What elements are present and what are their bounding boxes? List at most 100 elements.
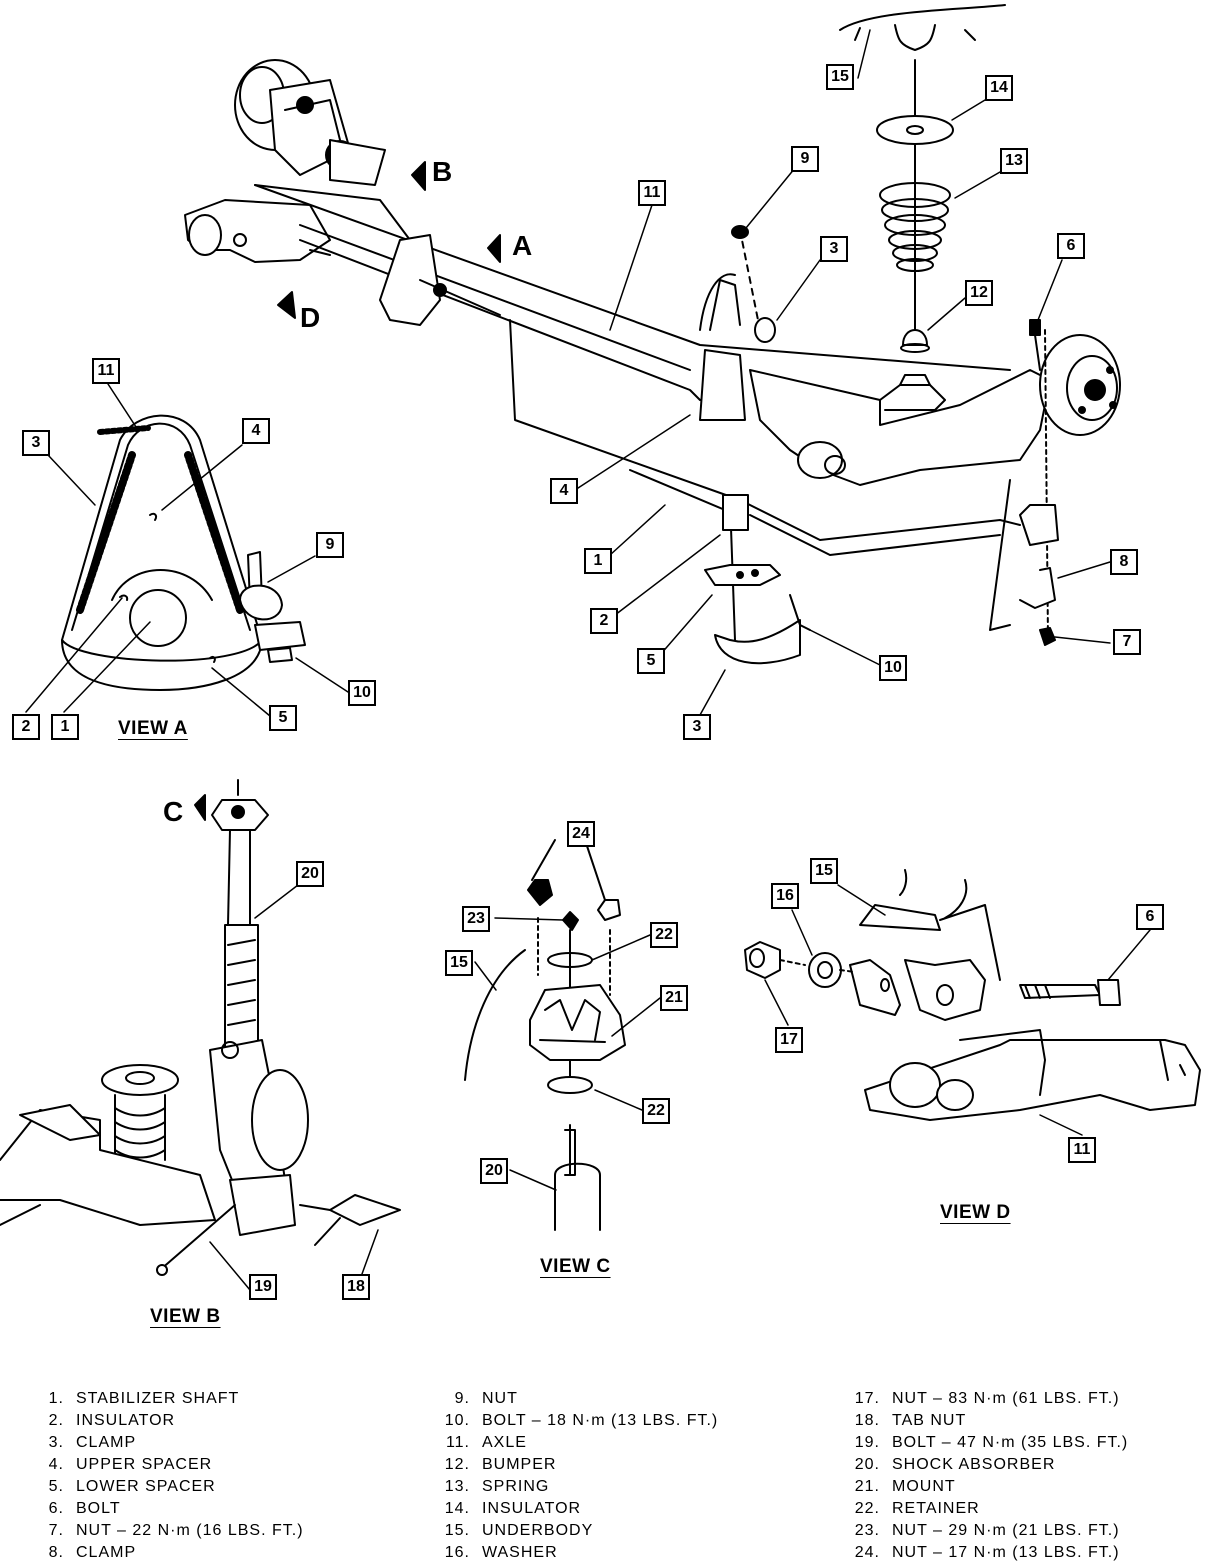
view-d-callout-nut: 17 xyxy=(775,1027,803,1053)
legend-item-text: WASHER xyxy=(482,1544,558,1561)
callout-clamp-8: 8 xyxy=(1110,549,1138,575)
legend-item-text: BOLT xyxy=(76,1500,121,1517)
legend-item-number: 5. xyxy=(48,1478,64,1495)
legend-item-text: NUT xyxy=(482,1390,518,1407)
legend-item: 11. AXLE xyxy=(436,1432,718,1454)
legend-item: 21. MOUNT xyxy=(846,1476,1128,1498)
legend-item-number: 19. xyxy=(854,1434,880,1451)
legend-item: 8.CLAMP xyxy=(30,1542,304,1564)
legend-item: 23. NUT – 29 N·m (21 LBS. FT.) xyxy=(846,1520,1128,1542)
view-c-callout-shock-absorber: 20 xyxy=(480,1158,508,1184)
view-a-callout-axle: 11 xyxy=(92,358,120,384)
view-c-callout-retainer-lower: 22 xyxy=(642,1098,670,1124)
legend-item: 10. BOLT – 18 N·m (13 LBS. FT.) xyxy=(436,1410,718,1432)
legend-item: 17. NUT – 83 N·m (61 LBS. FT.) xyxy=(846,1388,1128,1410)
legend-item-number: 11. xyxy=(445,1434,470,1451)
view-d-title: VIEW D xyxy=(940,1202,1011,1223)
legend-item: 13.SPRING xyxy=(436,1476,718,1498)
legend-item-text: UNDERBODY xyxy=(482,1522,594,1539)
legend-item-number: 1. xyxy=(48,1390,64,1407)
legend-item-number: 18. xyxy=(854,1412,880,1429)
callout-underbody: 15 xyxy=(826,64,854,90)
legend-item-number: 12. xyxy=(444,1456,470,1473)
legend-column-2: 9. NUT 10. BOLT – 18 N·m (13 LBS. FT.) 11. AX… xyxy=(436,1388,718,1564)
view-b-callout-tab-nut: 18 xyxy=(342,1274,370,1300)
callout-spring: 13 xyxy=(1000,148,1028,174)
view-c-title: VIEW C xyxy=(540,1256,611,1277)
legend-item: 3.CLAMP xyxy=(30,1432,304,1454)
legend-item-number: 2. xyxy=(48,1412,64,1429)
view-a-callout-clamp: 3 xyxy=(22,430,50,456)
legend-item: 14.INSULATOR xyxy=(436,1498,718,1520)
legend-item-text: SPRING xyxy=(482,1478,550,1495)
view-d-drawing xyxy=(744,869,1201,1121)
view-b-callout-shock-absorber: 20 xyxy=(296,861,324,887)
view-b-arrow-label: B xyxy=(432,156,453,187)
view-b-title: VIEW B xyxy=(150,1306,221,1327)
legend-item-text: INSULATOR xyxy=(482,1500,582,1517)
legend-item-text: TAB NUT xyxy=(892,1412,967,1429)
callout-lower-spacer: 5 xyxy=(637,648,665,674)
view-a-arrow-label: A xyxy=(512,230,533,261)
view-a-callout-insulator: 2 xyxy=(12,714,40,740)
view-c-leader-lines xyxy=(474,917,661,1191)
legend-item-text: INSULATOR xyxy=(76,1412,176,1429)
callout-bolt-6: 6 xyxy=(1057,233,1085,259)
callout-insulator-2: 2 xyxy=(590,608,618,634)
callout-stabilizer-shaft: 1 xyxy=(584,548,612,574)
view-a-callout-nut: 9 xyxy=(316,532,344,558)
legend-item-text: AXLE xyxy=(482,1434,527,1451)
view-a-drawing xyxy=(61,414,306,691)
legend-item: 7.NUT – 22 N·m (16 LBS. FT.) xyxy=(30,1520,304,1542)
legend-item: 12. BUMPER xyxy=(436,1454,718,1476)
legend-item: 15.UNDERBODY xyxy=(436,1520,718,1542)
callout-clamp-3-lower: 3 xyxy=(683,714,711,740)
legend-item: 6. BOLT xyxy=(30,1498,304,1520)
callout-insulator: 14 xyxy=(985,75,1013,101)
legend-item: 9. NUT xyxy=(436,1388,718,1410)
legend-item-number: 21. xyxy=(854,1478,880,1495)
legend-item: 19. BOLT – 47 N·m (35 LBS. FT.) xyxy=(846,1432,1128,1454)
legend-item-number: 10. xyxy=(444,1412,470,1429)
legend-item-text: NUT – 83 N·m (61 LBS. FT.) xyxy=(892,1390,1120,1407)
view-d-callout-underbody: 15 xyxy=(810,858,838,884)
legend-item-text: CLAMP xyxy=(76,1544,137,1561)
legend-item-number: 24. xyxy=(854,1544,880,1561)
legend-item-text: BOLT – 47 N·m (35 LBS. FT.) xyxy=(892,1434,1129,1451)
callout-nut-7: 7 xyxy=(1113,629,1141,655)
legend-item-number: 17. xyxy=(854,1390,880,1407)
legend-item-text: BUMPER xyxy=(482,1456,557,1473)
legend-item-number: 7. xyxy=(48,1522,64,1539)
legend-item-number: 22. xyxy=(854,1500,880,1517)
callout-bolt-10: 10 xyxy=(879,655,907,681)
legend-item: 18. TAB NUT xyxy=(846,1410,1128,1432)
callout-clamp-3: 3 xyxy=(820,236,848,262)
legend-item-text: STABILIZER SHAFT xyxy=(76,1390,240,1407)
legend-item-number: 9. xyxy=(454,1390,470,1407)
view-c-arrow-label: C xyxy=(163,796,184,827)
legend-item-number: 6. xyxy=(48,1500,64,1517)
legend-item-text: NUT – 29 N·m (21 LBS. FT.) xyxy=(892,1522,1120,1539)
legend-item: 20.SHOCK ABSORBER xyxy=(846,1454,1128,1476)
legend-item-text: BOLT – 18 N·m (13 LBS. FT.) xyxy=(482,1412,719,1429)
view-a-callout-lower-spacer: 5 xyxy=(269,705,297,731)
view-c-drawing xyxy=(464,839,626,1231)
view-d-callout-bolt: 6 xyxy=(1136,904,1164,930)
view-a-callout-bolt: 10 xyxy=(348,680,376,706)
legend-item-number: 23. xyxy=(854,1522,880,1539)
view-c-callout-retainer-upper: 22 xyxy=(650,922,678,948)
legend-item-text: LOWER SPACER xyxy=(76,1478,216,1495)
legend-item-number: 20. xyxy=(854,1456,880,1473)
legend-item-text: CLAMP xyxy=(76,1434,137,1451)
view-a-title: VIEW A xyxy=(118,718,188,739)
legend-item-text: MOUNT xyxy=(892,1478,956,1495)
legend-item: 4.UPPER SPACER xyxy=(30,1454,304,1476)
view-a-callout-upper-spacer: 4 xyxy=(242,418,270,444)
view-c-callout-mount: 21 xyxy=(660,985,688,1011)
legend-item: 2. INSULATOR xyxy=(30,1410,304,1432)
view-b-drawing xyxy=(0,779,401,1276)
legend-item-number: 4. xyxy=(48,1456,64,1473)
